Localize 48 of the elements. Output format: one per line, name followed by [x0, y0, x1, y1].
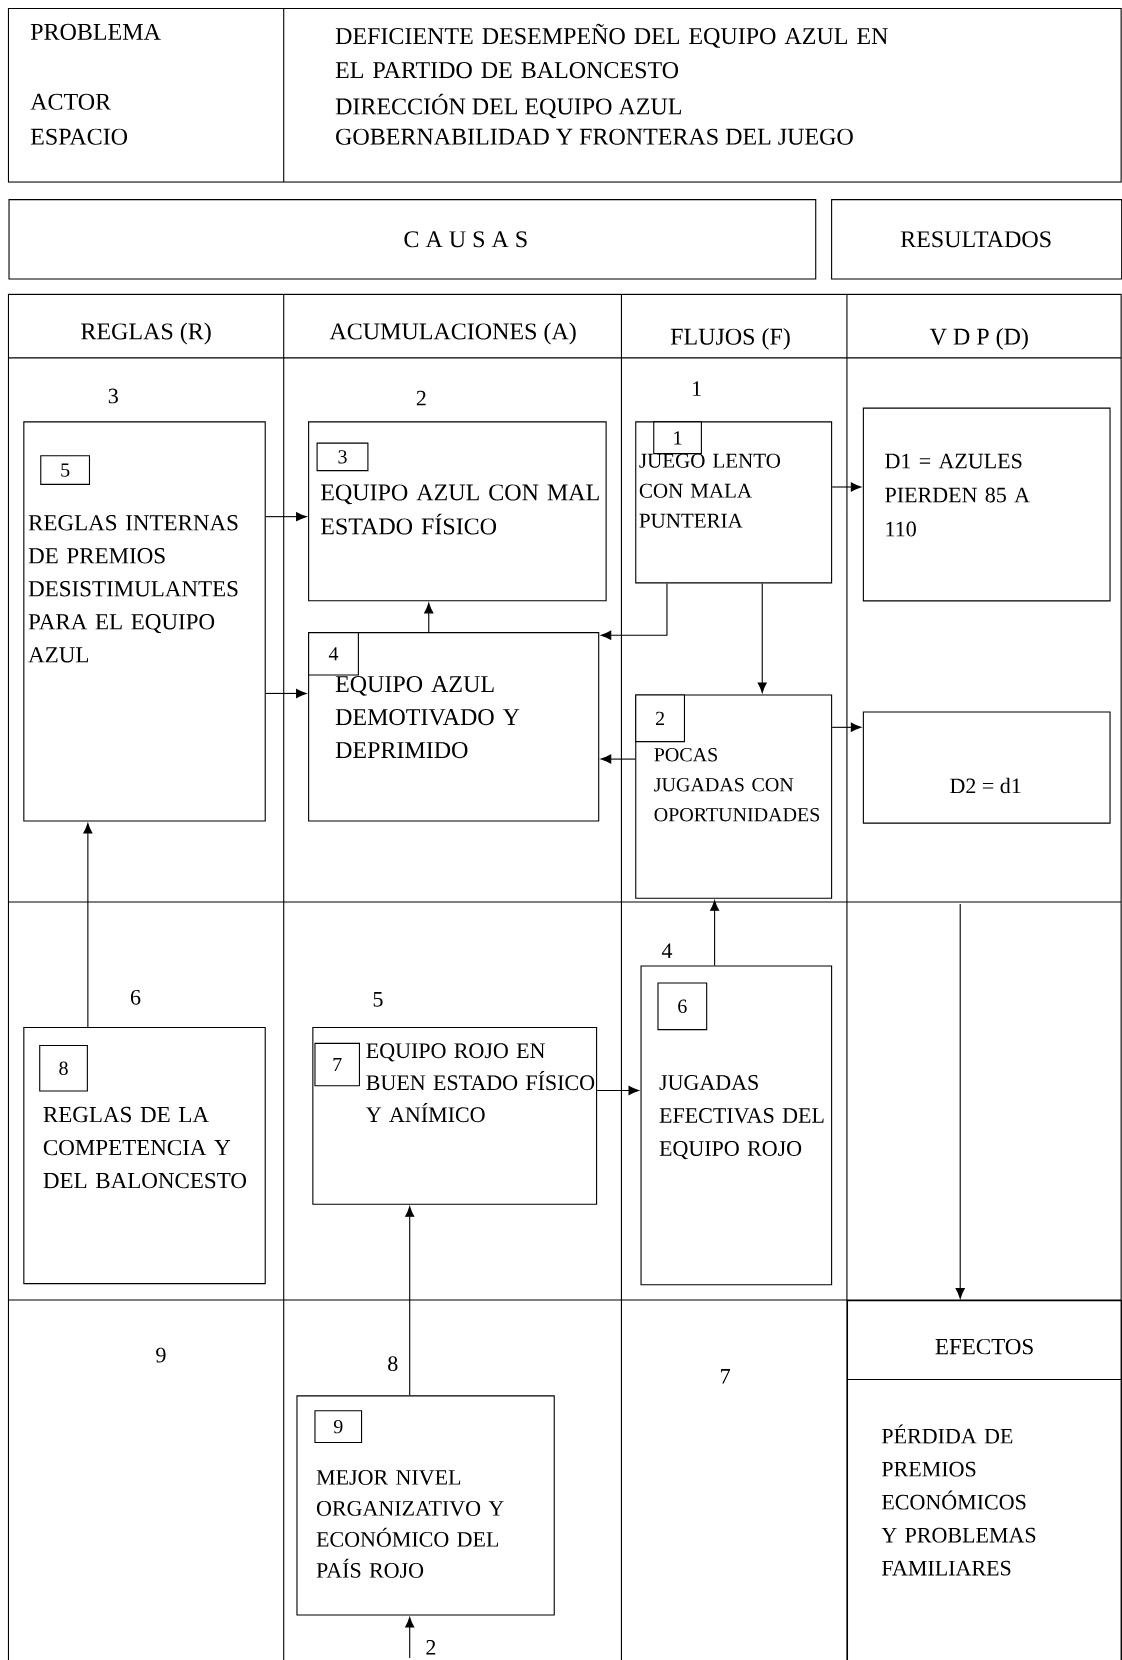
header-label: ACTOR [30, 93, 111, 110]
cell-number: 1 [692, 381, 701, 396]
arrow [955, 903, 965, 1299]
arrow [265, 512, 307, 522]
cell-number: 3 [108, 388, 118, 404]
cell-number: 9 [156, 1347, 166, 1363]
arrow [831, 722, 862, 732]
number-tag: 6 [657, 982, 708, 1031]
number-tag: 1 [653, 421, 702, 455]
number-tag: 2 [635, 694, 685, 743]
section-banner: RESULTADOS [831, 199, 1122, 280]
number-tag: 8 [39, 1044, 88, 1092]
arrow [596, 1085, 639, 1095]
cell-number: 5 [373, 992, 383, 1007]
arrow [600, 582, 668, 640]
column-heading: V D P (D) [929, 327, 1028, 350]
effects-cell: EFECTOS PÉRDIDA DE PREMIOS ECONÓMICOS Y PROBLEMAS FAMILIARES [846, 1300, 1122, 1660]
process-box: D1 = AZULES PIERDEN 85 A 110 [862, 407, 1111, 602]
header-label: PROBLEMA [30, 23, 161, 40]
section-banner: C A U S A S [8, 199, 817, 280]
cell-number: 7 [721, 1369, 730, 1384]
cell-number: 2 [416, 390, 426, 406]
header-label: GOBERNABILIDAD Y FRONTERAS DEL JUEGO [336, 128, 853, 145]
arrow [710, 900, 720, 967]
cell-number: 2 [426, 1640, 436, 1655]
arrow [83, 823, 93, 1028]
arrow [831, 482, 862, 492]
number-tag: 9 [314, 1410, 363, 1443]
column-heading: ACUMULACIONES (A) [329, 322, 576, 345]
cell-number: 4 [661, 943, 673, 958]
header-label: DIRECCIÓN DEL EQUIPO AZUL [335, 93, 681, 119]
arrow [424, 602, 434, 633]
header-label: DEFICIENTE DESEMPEÑO DEL EQUIPO AZUL EN EL PARTIDO DE BALONCESTO [335, 23, 888, 79]
arrow [405, 1617, 415, 1659]
number-tag: 3 [316, 442, 369, 472]
number-tag: 7 [314, 1042, 360, 1087]
arrow [405, 1206, 415, 1396]
arrow [600, 754, 636, 764]
header-label: ESPACIO [30, 128, 127, 145]
column-heading: FLUJOS (F) [670, 327, 790, 350]
number-tag: 5 [40, 455, 90, 485]
arrow [757, 582, 767, 693]
number-tag: 4 [308, 632, 359, 676]
cell-number: 6 [130, 989, 141, 1005]
cell-number: 8 [388, 1356, 398, 1371]
arrow [265, 688, 307, 698]
column-heading: REGLAS (R) [81, 322, 211, 345]
process-box: D2 = d1 [862, 711, 1111, 824]
